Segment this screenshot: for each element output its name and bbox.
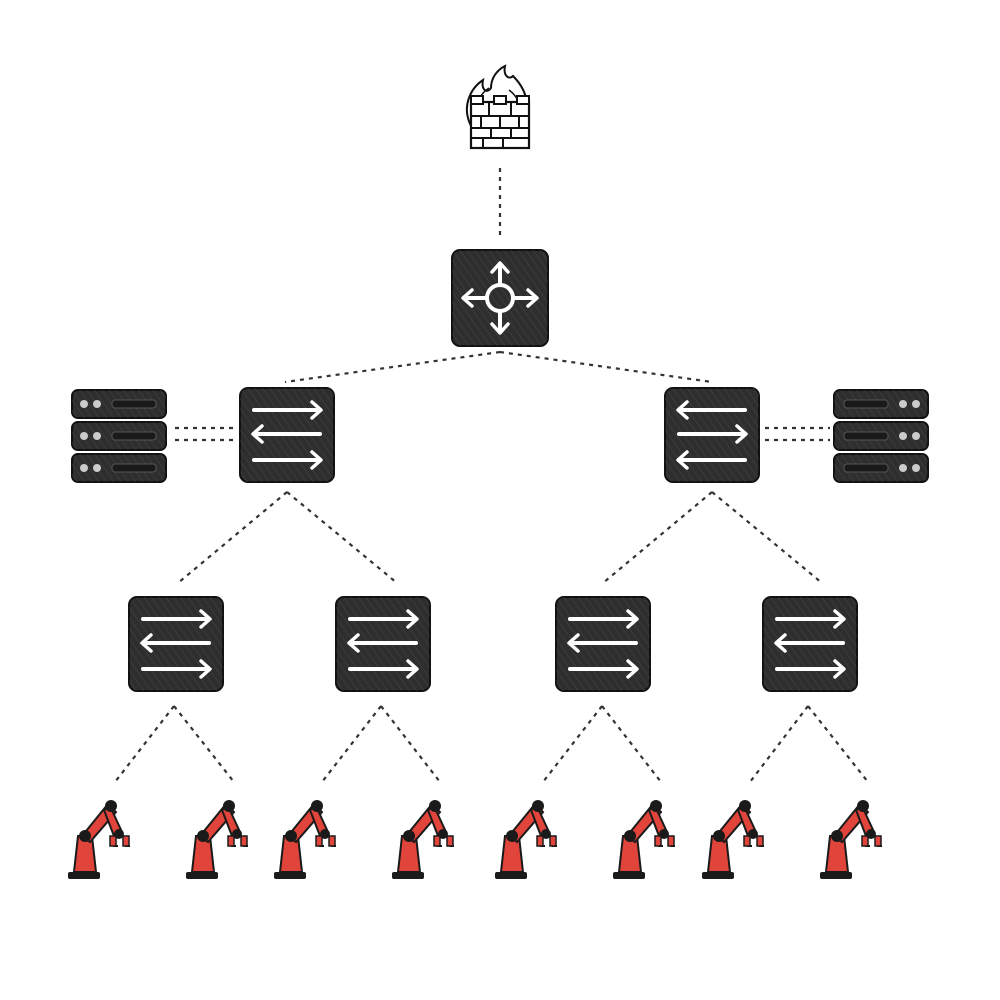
link-access-4-robot-7 xyxy=(749,705,809,783)
switch-icon xyxy=(128,596,224,692)
link-router-dist-left xyxy=(284,350,501,384)
robot-arm-icon xyxy=(274,800,336,879)
switch-icon xyxy=(239,387,335,483)
link-access-2-robot-3 xyxy=(321,705,382,783)
robot-arms xyxy=(68,800,882,879)
switch-icon xyxy=(335,596,431,692)
link-access-4-robot-8 xyxy=(807,705,869,783)
link-dist-right-access-4 xyxy=(711,491,823,584)
link-access-3-robot-6 xyxy=(601,705,662,783)
server-rack-icon xyxy=(71,389,167,483)
robot-arm-icon xyxy=(613,800,675,879)
link-access-1-robot-2 xyxy=(173,705,235,783)
switch-icon xyxy=(762,596,858,692)
switch-icon xyxy=(664,387,760,483)
robot-arm-icon xyxy=(820,800,882,879)
link-access-1-robot-1 xyxy=(114,705,175,783)
link-dist-left-access-1 xyxy=(177,491,288,584)
link-dist-right-access-3 xyxy=(602,491,713,584)
link-access-3-robot-5 xyxy=(542,705,603,783)
switch-icon xyxy=(555,596,651,692)
link-dist-left-access-2 xyxy=(286,491,398,584)
firewall-icon xyxy=(465,64,531,150)
robot-arm-icon xyxy=(68,800,130,879)
robot-arm-icon xyxy=(392,800,454,879)
robot-arm-icon xyxy=(186,800,248,879)
robot-arm-icon xyxy=(702,800,764,879)
server-rack-icon xyxy=(833,389,929,483)
link-router-dist-right xyxy=(499,350,713,384)
router-icon xyxy=(451,249,549,347)
link-access-2-robot-4 xyxy=(380,705,441,783)
links xyxy=(114,168,869,783)
robot-arm-icon xyxy=(495,800,557,879)
